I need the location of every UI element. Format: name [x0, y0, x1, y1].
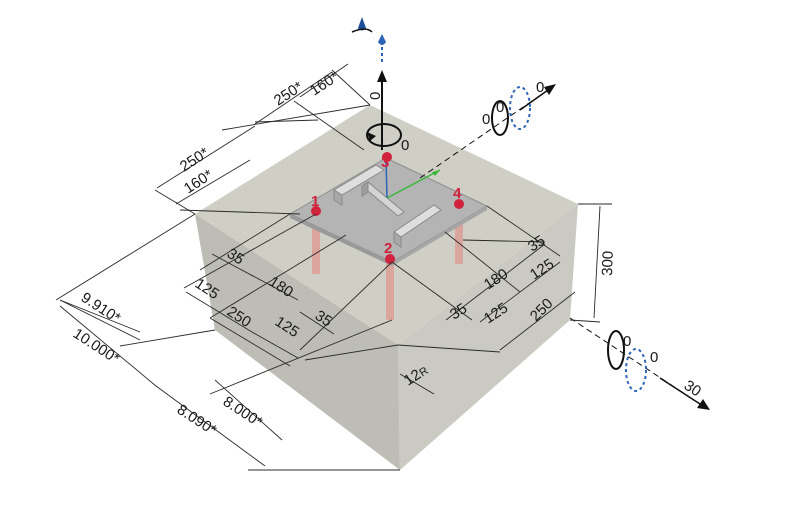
- dim-diag-9910: 9.910*: [78, 289, 124, 327]
- bolt-3-label: 3: [381, 154, 389, 171]
- anchor-rods: [312, 206, 463, 320]
- dimension-lines: [55, 63, 612, 471]
- i-beam-column[interactable]: [333, 164, 442, 248]
- bolt-2-label: 2: [384, 240, 392, 257]
- dim-fl-35: 35: [224, 245, 247, 268]
- dim-diag-8000: 8.000*: [220, 393, 266, 431]
- dim-top-160: 160*: [307, 68, 342, 99]
- moment-top[interactable]: 0: [366, 123, 409, 154]
- local-axes: [385, 157, 441, 199]
- bolt-4-label: 4: [453, 185, 462, 202]
- bolt-2[interactable]: 2: [384, 240, 395, 264]
- block-right-face: [398, 204, 578, 470]
- bolt-4[interactable]: 4: [453, 185, 464, 209]
- axis-right-bottom[interactable]: 30 0 0: [569, 317, 710, 410]
- dim-radius-value: 12: [401, 366, 424, 389]
- dim-diag-8090: 8.090*: [174, 401, 220, 439]
- dim-top-250: 250*: [271, 78, 306, 109]
- moment-right-top-b-value: 0: [496, 99, 504, 116]
- bolt-3[interactable]: 3: [381, 152, 392, 171]
- moment-right-bottom-a-value: 0: [623, 333, 631, 350]
- dim-fr-35-b: 35: [447, 300, 470, 323]
- bolt-1-label: 1: [311, 193, 319, 210]
- axis-right-top-value: 0: [536, 79, 544, 96]
- axis-right-top[interactable]: 0 0 0: [419, 79, 556, 179]
- dim-fl-35-b: 35: [312, 307, 335, 330]
- moment-top-value: 0: [401, 137, 409, 154]
- vertical-load-value: 0: [367, 92, 384, 100]
- moment-right-top-a-value: 0: [482, 111, 490, 128]
- axis-right-bottom-value: 30: [681, 377, 704, 400]
- block-left-face: [195, 214, 400, 470]
- vertical-load[interactable]: 0: [351, 17, 387, 150]
- dim-diag-10000: 10.000*: [70, 325, 123, 368]
- moment-right-bottom-b-value: 0: [650, 349, 658, 366]
- bolt-1[interactable]: 1: [311, 193, 321, 216]
- dim-height-300: 300: [599, 251, 617, 277]
- dim-fr-35: 35: [525, 232, 548, 255]
